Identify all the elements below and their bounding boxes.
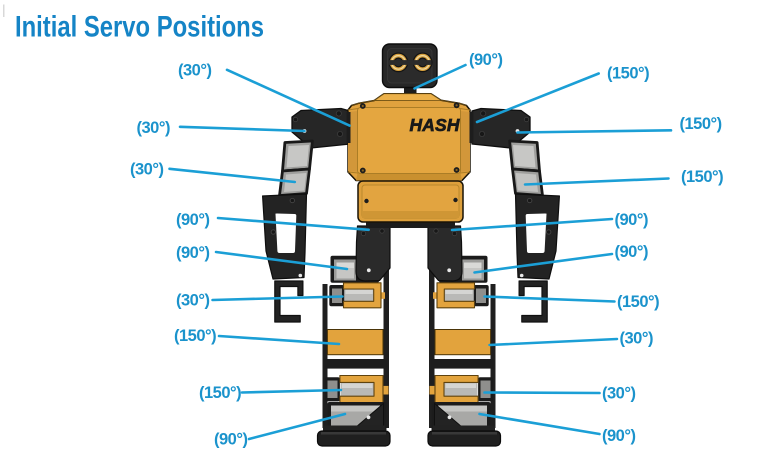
svg-text:HASH: HASH <box>410 115 460 135</box>
svg-text:(30°): (30°) <box>130 161 163 179</box>
svg-text:(30°): (30°) <box>176 292 209 310</box>
svg-text:Initial Servo Positions: Initial Servo Positions <box>15 11 264 44</box>
svg-text:(150°): (150°) <box>174 327 216 345</box>
svg-text:(90°): (90°) <box>615 211 648 229</box>
svg-text:(150°): (150°) <box>607 64 649 82</box>
svg-text:(30°): (30°) <box>620 329 653 347</box>
svg-text:(150°): (150°) <box>617 293 659 311</box>
svg-text:(150°): (150°) <box>680 115 722 133</box>
svg-text:(30°): (30°) <box>602 384 635 402</box>
svg-text:(90°): (90°) <box>214 431 247 449</box>
svg-text:(150°): (150°) <box>199 384 241 402</box>
svg-text:(150°): (150°) <box>681 168 723 186</box>
svg-text:(90°): (90°) <box>469 51 502 69</box>
svg-text:(90°): (90°) <box>176 244 209 262</box>
svg-text:(90°): (90°) <box>615 243 648 261</box>
svg-text:(90°): (90°) <box>602 427 635 445</box>
svg-text:(30°): (30°) <box>137 119 170 137</box>
svg-text:(30°): (30°) <box>178 61 211 79</box>
svg-text:(90°): (90°) <box>176 211 209 229</box>
